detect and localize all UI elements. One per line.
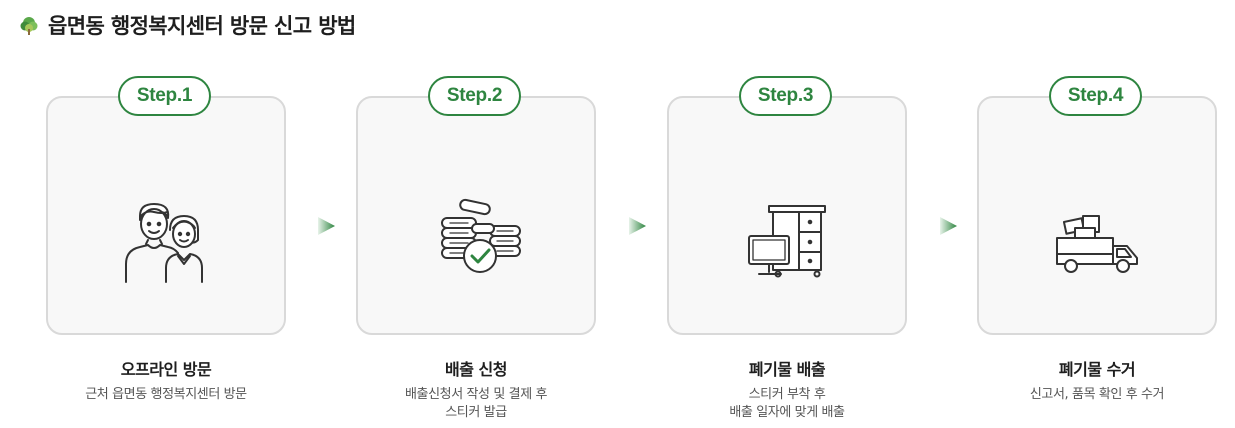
step-description: 신고서, 품목 확인 후 수거 bbox=[977, 386, 1217, 404]
step-description-line: 배출신청서 작성 및 결제 후 bbox=[404, 387, 548, 402]
tree-logo-icon bbox=[20, 17, 38, 35]
step-card bbox=[977, 96, 1217, 335]
coins-check-icon bbox=[441, 198, 521, 273]
step-description-line: 스티커 부착 후 bbox=[748, 387, 826, 402]
step-description-line: 배출 일자에 맞게 배출 bbox=[729, 405, 845, 420]
step-badge: Step.3 bbox=[739, 76, 832, 116]
people-icon bbox=[125, 203, 203, 283]
step-title: 폐기물 배출 bbox=[748, 360, 826, 379]
step-description-line: 신고서, 품목 확인 후 수거 bbox=[1029, 387, 1165, 402]
step-badge: Step.4 bbox=[1049, 76, 1142, 116]
step-badge: Step.1 bbox=[118, 76, 211, 116]
step-description: 근처 읍면동 행정복지센터 방문 bbox=[46, 386, 286, 404]
step-title: 배출 신청 bbox=[445, 360, 507, 379]
step-card bbox=[356, 96, 596, 335]
step-description: 스티커 부착 후 배출 일자에 맞게 배출 bbox=[667, 386, 907, 422]
step-description-line: 근처 읍면동 행정복지센터 방문 bbox=[85, 387, 247, 402]
arrow-right-icon bbox=[940, 217, 957, 235]
step-title: 오프라인 방문 bbox=[120, 360, 212, 379]
truck-icon bbox=[1056, 215, 1138, 273]
page-header: 읍면동 행정복지센터 방문 신고 방법 bbox=[18, 10, 356, 40]
step-title: 폐기물 수거 bbox=[1058, 360, 1136, 379]
arrow-right-icon bbox=[318, 217, 335, 235]
page-title: 읍면동 행정복지센터 방문 신고 방법 bbox=[48, 14, 356, 38]
step-card bbox=[667, 96, 907, 335]
step-badge: Step.2 bbox=[428, 76, 521, 116]
step-card bbox=[46, 96, 286, 335]
furniture-monitor-icon bbox=[748, 205, 826, 278]
step-description: 배출신청서 작성 및 결제 후 스티커 발급 bbox=[356, 386, 596, 422]
arrow-right-icon bbox=[629, 217, 646, 235]
step-description-line: 스티커 발급 bbox=[445, 405, 507, 420]
